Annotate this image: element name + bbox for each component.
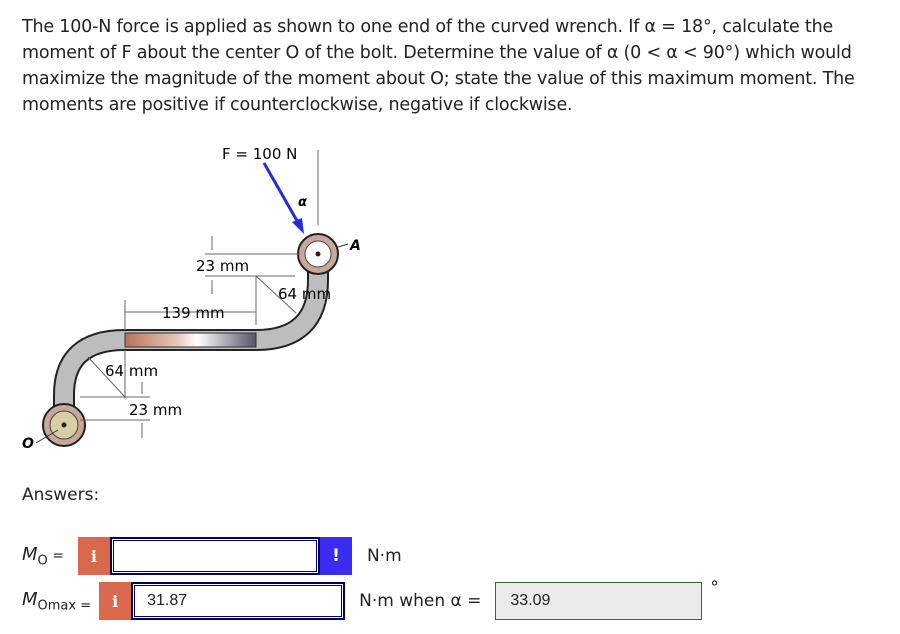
point-a-label: A xyxy=(349,238,361,254)
mo-input[interactable] xyxy=(109,537,320,575)
point-o-label: O xyxy=(22,436,34,452)
info-icon[interactable]: i xyxy=(77,537,110,575)
dim-64-top: 64 mm xyxy=(278,285,331,303)
mo-label: MO = xyxy=(22,543,64,569)
warning-icon[interactable]: ! xyxy=(319,537,352,575)
momax-unit: N·m when α = xyxy=(359,591,482,611)
problem-statement: The 100-N force is applied as shown to o… xyxy=(22,17,855,115)
mo-row: MO = i ! N·m xyxy=(22,537,402,575)
mo-unit: N·m xyxy=(366,546,402,566)
dim-139: 139 mm xyxy=(162,304,225,322)
answers-heading: Answers: xyxy=(22,485,100,505)
momax-input[interactable]: 31.87 xyxy=(131,582,346,620)
alpha-input[interactable]: 33.09 xyxy=(495,582,703,620)
alpha-label: α xyxy=(298,195,307,210)
wrench-diagram: F = 100 N α A O 23 mm 64 mm 139 mm 64 mm… xyxy=(22,145,361,452)
dim-23-top: 23 mm xyxy=(196,257,249,275)
dim-23-bottom: 23 mm xyxy=(129,401,182,419)
momax-row: MOmax = i 31.87 N·m when α = 33.09 ° xyxy=(22,578,719,620)
info-icon[interactable]: i xyxy=(99,582,132,620)
momax-label: MOmax = xyxy=(22,588,92,614)
dim-64-bottom: 64 mm xyxy=(105,362,158,380)
degree-unit: ° xyxy=(710,578,719,598)
force-label: F = 100 N xyxy=(222,145,297,163)
force-arrow xyxy=(262,162,302,227)
